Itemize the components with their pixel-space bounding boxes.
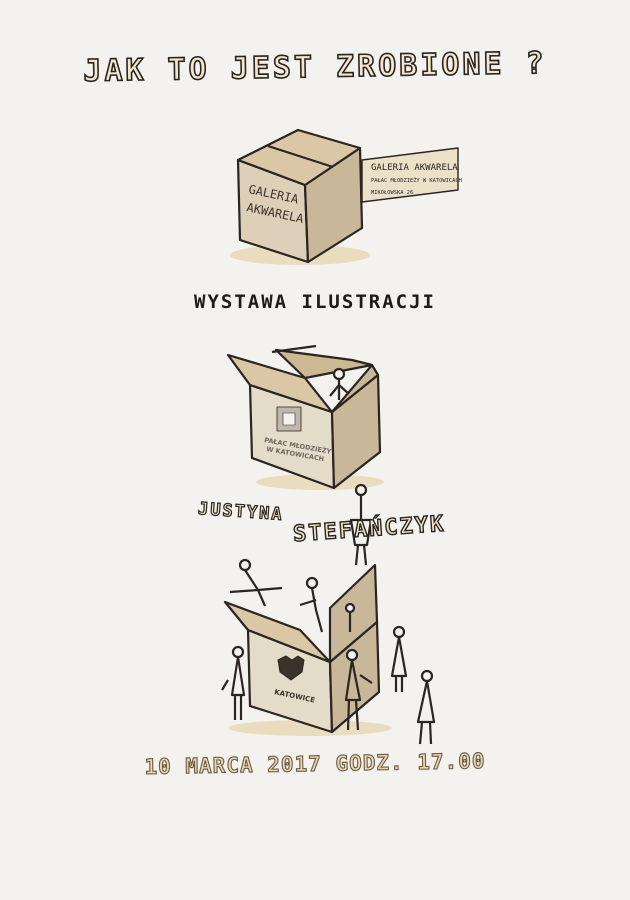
exhibition-subtitle: WYSTAWA ILUSTRACJI [194,291,436,313]
box1-label-line1: GALERIA AKWARELA [371,163,458,173]
box1-label-line3: MIKOŁOWSKA 26 [371,190,413,196]
box1-label-line2: PAŁAC MŁODZIEŻY W KATOWICACH [371,177,462,184]
